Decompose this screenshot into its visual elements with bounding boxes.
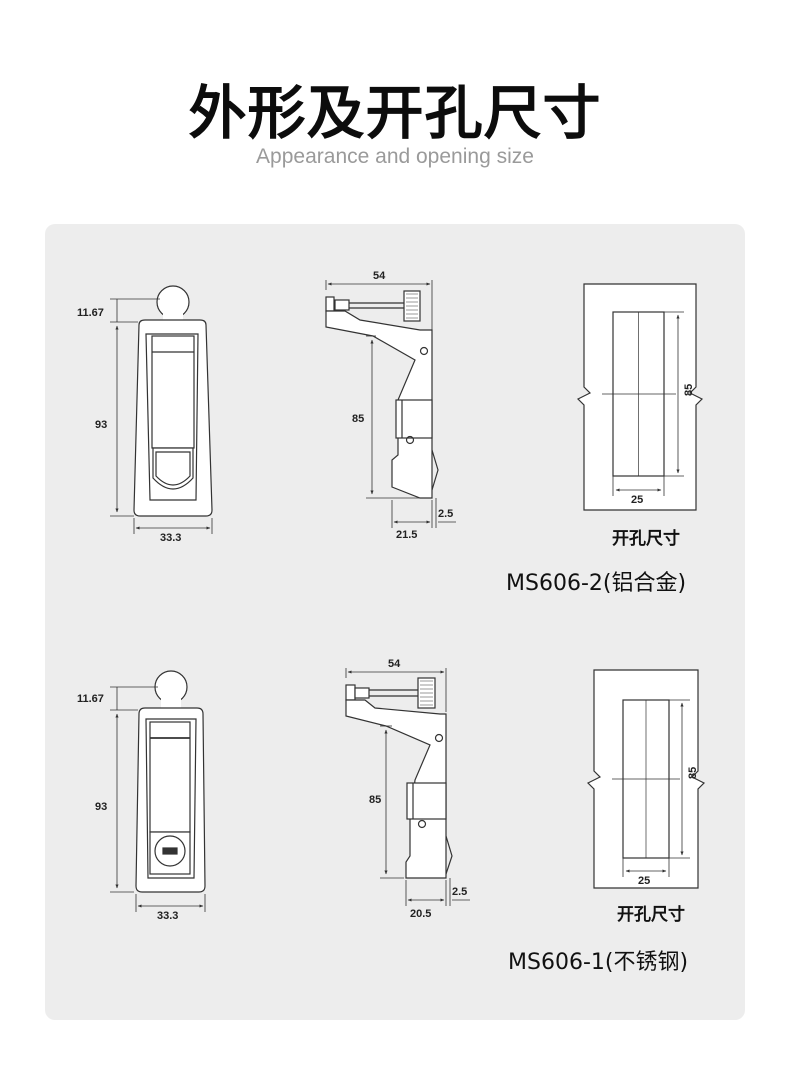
front-dim-width: 33.3 (160, 532, 181, 544)
side-dim-base: 20.5 (410, 908, 431, 920)
cutout-dim-height: 85 (687, 767, 699, 779)
cutout-dim-height: 85 (683, 384, 695, 396)
side-dim-height: 85 (369, 794, 381, 806)
cutout-caption: 开孔尺寸 (612, 529, 680, 549)
model-label: MS606-1(不锈钢) (508, 950, 689, 975)
side-view-ms606-1 (345, 668, 470, 906)
front-dim-top: 11.67 (77, 307, 104, 319)
cutout-dim-width: 25 (631, 494, 643, 506)
side-dim-base: 21.5 (396, 529, 417, 541)
side-dim-top: 54 (373, 270, 386, 282)
page-title: 外形及开孔尺寸 (188, 79, 602, 147)
front-dim-height: 93 (95, 419, 107, 431)
cutout-view-ms606-1 (586, 669, 706, 889)
front-view-ms606-1 (110, 670, 206, 912)
side-view-ms606-2 (325, 280, 456, 528)
side-dim-offset: 2.5 (452, 886, 467, 898)
page-subtitle: Appearance and opening size (256, 145, 534, 168)
front-dim-top: 11.67 (77, 693, 104, 705)
cutout-caption: 开孔尺寸 (617, 905, 685, 925)
side-dim-offset: 2.5 (438, 508, 453, 520)
side-dim-top: 54 (388, 658, 401, 670)
cutout-view-ms606-2 (576, 283, 704, 511)
front-dim-height: 93 (95, 801, 107, 813)
cutout-dim-width: 25 (638, 875, 650, 887)
model-label: MS606-2(铝合金) (506, 571, 687, 596)
side-dim-height: 85 (352, 413, 364, 425)
front-dim-width: 33.3 (157, 910, 178, 922)
front-view-ms606-2 (110, 285, 213, 534)
